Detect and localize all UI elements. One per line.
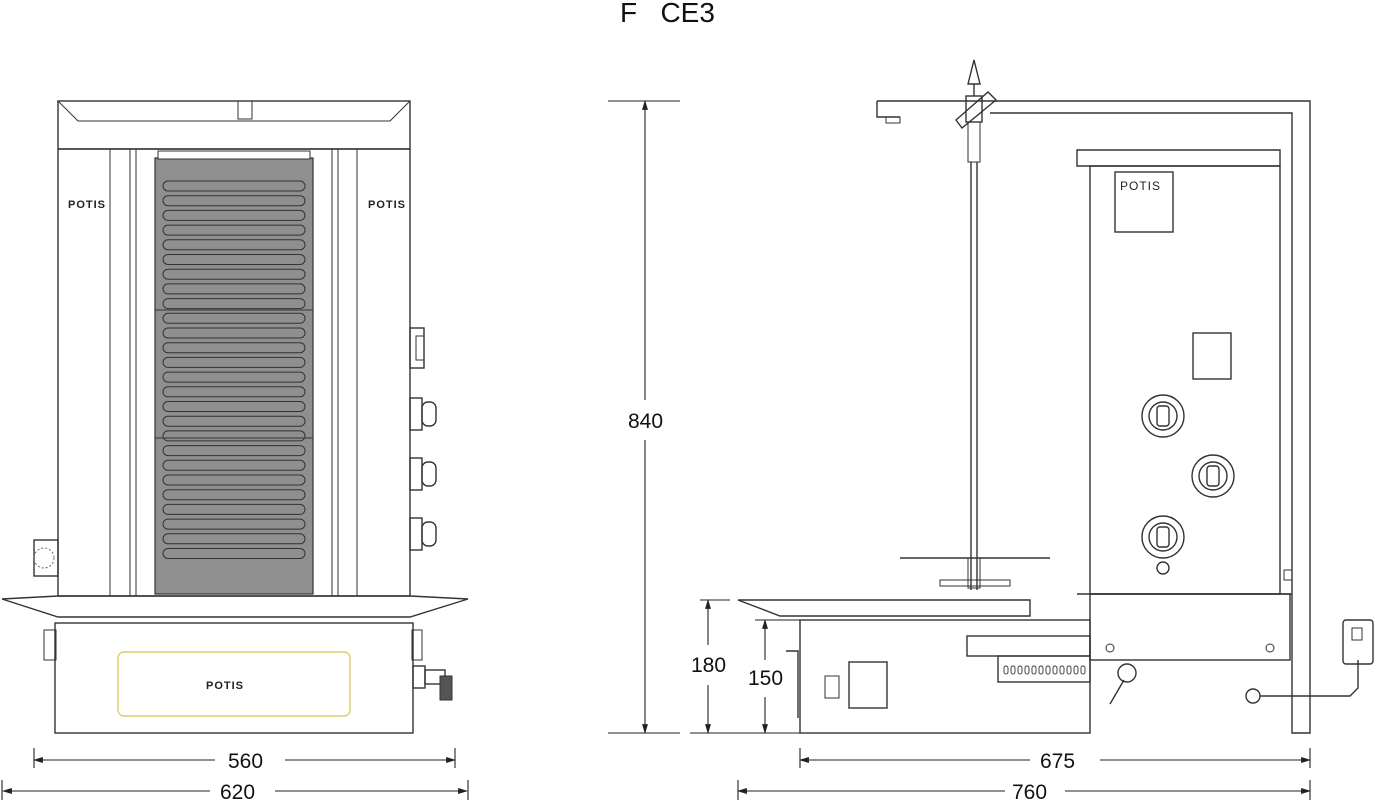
burner-hole [1073, 665, 1079, 675]
heating-coil-loop [162, 180, 306, 192]
brand-logo-left: POTIS [68, 199, 106, 211]
dim-620: 620 [220, 781, 255, 800]
brand-logo-drawer: POTIS [206, 680, 244, 692]
burner-hole [1080, 665, 1086, 675]
drawer-handle-outline [117, 651, 351, 717]
heating-coil-loop [162, 386, 306, 398]
heating-coil-loop [162, 474, 306, 486]
heating-coil-loop [162, 445, 306, 457]
front-knob [409, 457, 437, 491]
heating-coil-loop [162, 224, 306, 236]
burner-hole [1024, 665, 1030, 675]
dimension-lines [1, 100, 1311, 800]
burner-hole [1017, 665, 1023, 675]
heating-coil-loop [162, 356, 306, 368]
burner-hole [1010, 665, 1016, 675]
heating-coil-loop [162, 548, 306, 559]
heating-coil-loop [162, 298, 306, 310]
side-knob [1141, 515, 1185, 559]
dim-840: 840 [628, 410, 663, 433]
heating-coil-loop [162, 312, 306, 324]
burner-hole [1052, 665, 1058, 675]
heating-coil-loop [162, 327, 306, 339]
dim-560: 560 [228, 750, 263, 773]
dim-180: 180 [691, 654, 726, 677]
heating-coil-loop [162, 415, 306, 427]
burner-hole [1038, 665, 1044, 675]
heating-coil-loop [162, 503, 306, 515]
heating-coil-loop [162, 283, 306, 295]
heating-coil-loop [162, 533, 306, 545]
burner-hole [1031, 665, 1037, 675]
heating-coil-loop [162, 195, 306, 207]
heating-coil-loop [162, 401, 306, 412]
heating-coil-loop [162, 268, 306, 280]
dim-150: 150 [748, 667, 783, 690]
brand-plate [1114, 171, 1174, 233]
heating-coil-loop [162, 342, 306, 354]
heating-coil-loop [162, 459, 306, 471]
dimension-labels: 840 180 150 560 620 675 760 [220, 410, 1075, 800]
model-title: F CE3 [620, 0, 715, 28]
brand-logo-right: POTIS [368, 199, 406, 211]
heating-coil-loop [162, 371, 306, 383]
heating-coil-loop [162, 489, 306, 501]
burner-hole [1045, 665, 1051, 675]
dim-760: 760 [1012, 781, 1047, 800]
front-view: POTIS POTIS POTIS [1, 100, 469, 734]
side-view: POTIS [737, 59, 1374, 734]
heating-coils [162, 180, 306, 559]
side-knob [1191, 454, 1235, 498]
brand-plate-text: POTIS [1120, 179, 1161, 193]
burner-holes [1003, 665, 1086, 675]
burner-hole [1059, 665, 1065, 675]
heating-coil-loop [162, 209, 306, 221]
burner-hole [1066, 665, 1072, 675]
side-knob [1141, 394, 1185, 438]
burner-hole [1003, 665, 1009, 675]
heating-coil-loop [162, 254, 306, 265]
heating-coil-loop [162, 430, 306, 442]
front-knob [409, 397, 437, 431]
heating-coil-loop [162, 518, 306, 530]
heating-coil-loop [162, 239, 306, 251]
front-knob [409, 517, 437, 551]
dim-675: 675 [1040, 750, 1075, 773]
